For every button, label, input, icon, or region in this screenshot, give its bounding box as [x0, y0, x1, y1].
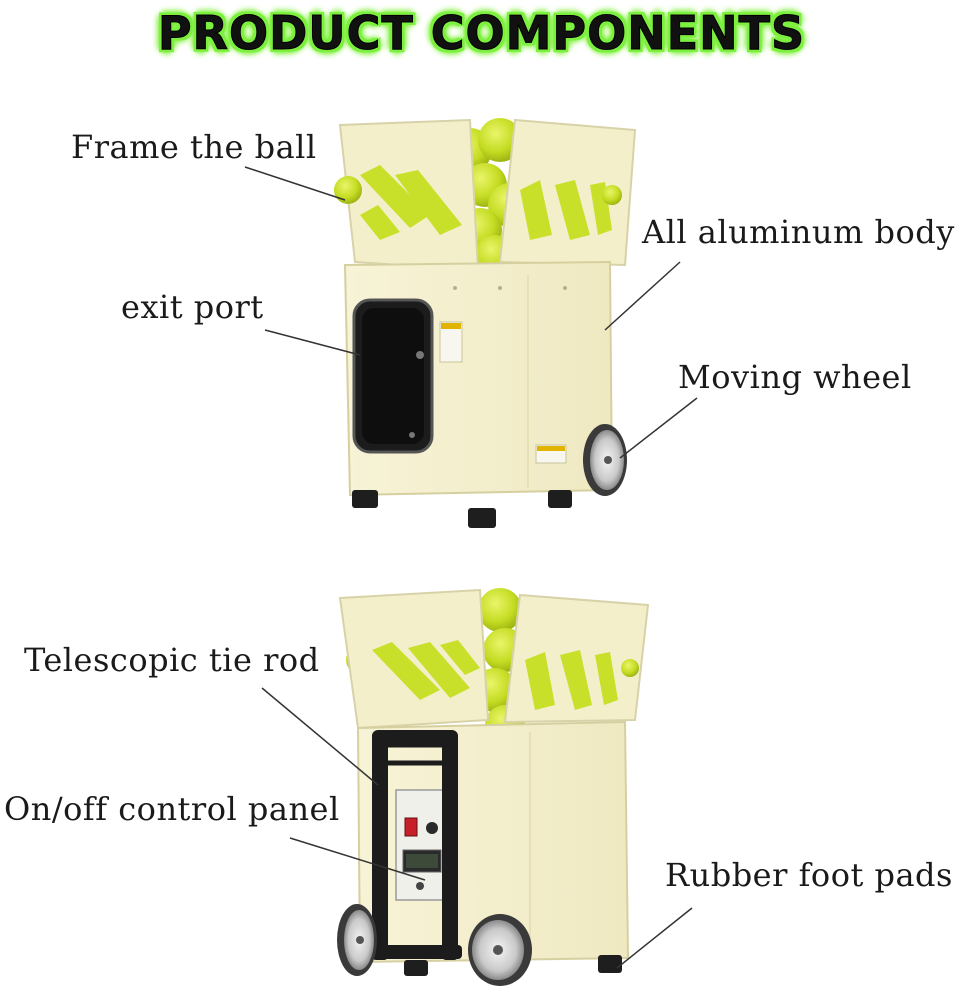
- leader-control-panel: [289, 837, 426, 881]
- label-on-off-control-panel: On/off control panel: [4, 790, 340, 828]
- rubber-foot: [404, 960, 428, 976]
- page-title: PRODUCT COMPONENTS: [157, 6, 806, 61]
- wheel-right-bottom: [468, 914, 532, 986]
- label-exit-port: exit port: [121, 288, 264, 326]
- warning-sticker: [439, 321, 463, 363]
- hopper-panel-left-top: [334, 118, 480, 272]
- on-off-control-panel: [395, 789, 449, 901]
- label-all-aluminum-body: All aluminum body: [642, 213, 955, 251]
- label-moving-wheel: Moving wheel: [678, 358, 912, 396]
- rubber-foot: [468, 508, 496, 528]
- leader-telescopic-tie-rod: [261, 687, 379, 786]
- label-rubber-foot-pads: Rubber foot pads: [665, 856, 953, 894]
- label-telescopic-tie-rod: Telescopic tie rod: [24, 641, 320, 679]
- aluminum-body-bottom: [356, 720, 630, 964]
- hopper-panel-right-top: [498, 118, 637, 267]
- hopper-panel-left-bottom: [338, 588, 490, 730]
- leader-moving-wheel: [619, 397, 698, 459]
- rubber-foot: [548, 490, 572, 508]
- exit-port-window: [352, 298, 434, 454]
- wheel-left-bottom: [337, 904, 377, 976]
- hopper-panel-right-bottom: [503, 593, 650, 724]
- leader-frame-the-ball: [244, 166, 346, 201]
- telescopic-tie-rod: [368, 730, 462, 960]
- machine-front-view: [334, 118, 637, 528]
- leader-rubber-foot-pads: [616, 907, 693, 969]
- rubber-foot: [352, 490, 378, 508]
- machine-back-view: [337, 588, 650, 986]
- rubber-foot: [598, 955, 622, 973]
- leader-exit-port: [264, 329, 361, 356]
- label-frame-the-ball: Frame the ball: [71, 128, 317, 166]
- moving-wheel: [583, 424, 627, 496]
- callout-lines: [244, 166, 698, 969]
- leader-all-aluminum-body: [604, 261, 681, 331]
